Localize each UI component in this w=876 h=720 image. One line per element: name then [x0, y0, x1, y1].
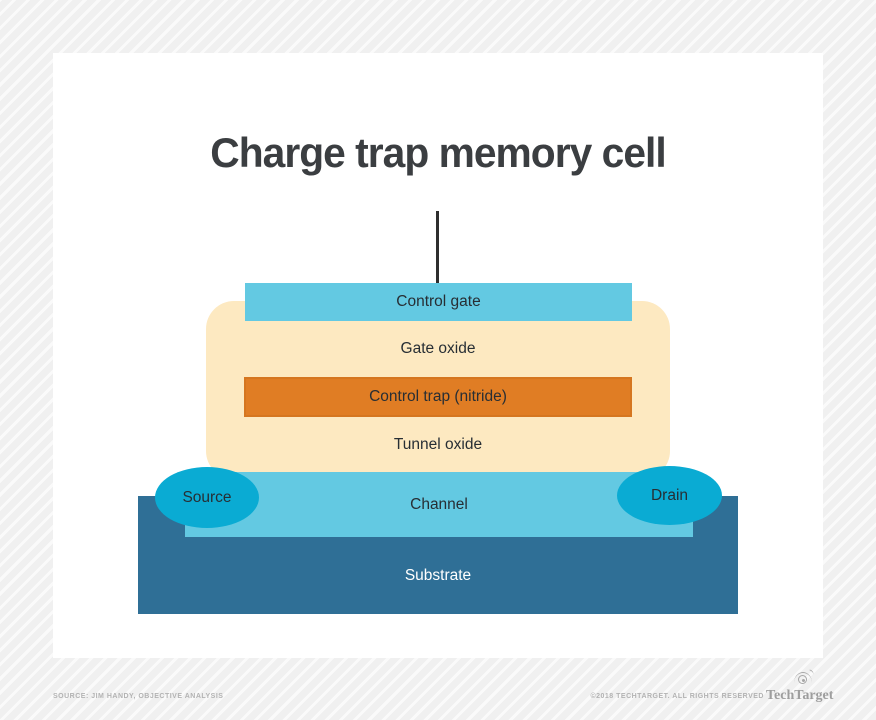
- gate-oxide-label: Gate oxide: [400, 340, 476, 357]
- copyright-text: ©2018 TECHTARGET. ALL RIGHTS RESERVED: [590, 693, 764, 700]
- source-label: Source: [182, 488, 232, 506]
- layer-charge-trap: Control trap (nitride): [244, 377, 632, 417]
- layer-control-gate: Control gate: [245, 283, 632, 321]
- page-title: Charge trap memory cell: [210, 129, 666, 176]
- source-attribution: SOURCE: JIM HANDY, OBJECTIVE ANALYSIS: [53, 693, 224, 700]
- tunnel-oxide-label: Tunnel oxide: [393, 436, 483, 453]
- techtarget-wordmark: TechTarget: [766, 688, 834, 703]
- tunnel-oxide-label-wrap: Tunnel oxide: [206, 436, 670, 454]
- techtarget-eye-icon: [794, 669, 815, 685]
- substrate-label: Substrate: [404, 567, 472, 584]
- drain-terminal: Drain: [617, 466, 722, 525]
- gate-oxide-label-wrap: Gate oxide: [206, 340, 670, 358]
- layer-channel: Channel: [185, 472, 693, 537]
- drain-label: Drain: [650, 486, 689, 504]
- source-terminal: Source: [155, 467, 259, 528]
- charge-trap-label: Control trap (nitride): [369, 388, 507, 405]
- techtarget-logo: TechTarget: [766, 669, 833, 704]
- channel-label: Channel: [410, 495, 468, 513]
- control-gate-label: Control gate: [396, 293, 481, 310]
- gate-wire: [436, 211, 439, 285]
